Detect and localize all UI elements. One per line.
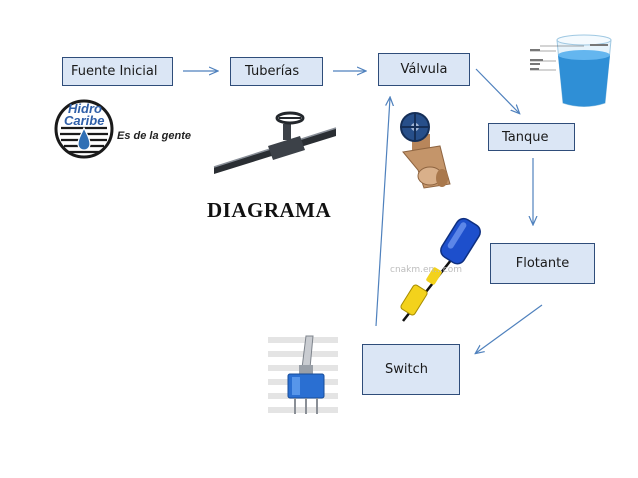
node-fuente-inicial: Fuente Inicial (62, 57, 173, 86)
node-tuberias: Tuberías (230, 57, 323, 86)
arrow-switch-valvula (375, 98, 390, 327)
node-tanque: Tanque (488, 123, 575, 151)
logo-line2: Caribe (64, 113, 104, 128)
logo-line1: Hidro (68, 101, 102, 116)
node-switch: Switch (362, 344, 460, 395)
float-watermark: cnakm.en...com (390, 265, 463, 275)
arrow-valvula-tanque (475, 68, 519, 113)
diagram-title: DIAGRAMA (207, 198, 332, 222)
logo-slogan: Es de la gente (117, 130, 191, 142)
arrow-flotante-switch (476, 304, 543, 353)
node-valvula: Válvula (378, 53, 470, 86)
node-flotante: Flotante (490, 243, 595, 284)
